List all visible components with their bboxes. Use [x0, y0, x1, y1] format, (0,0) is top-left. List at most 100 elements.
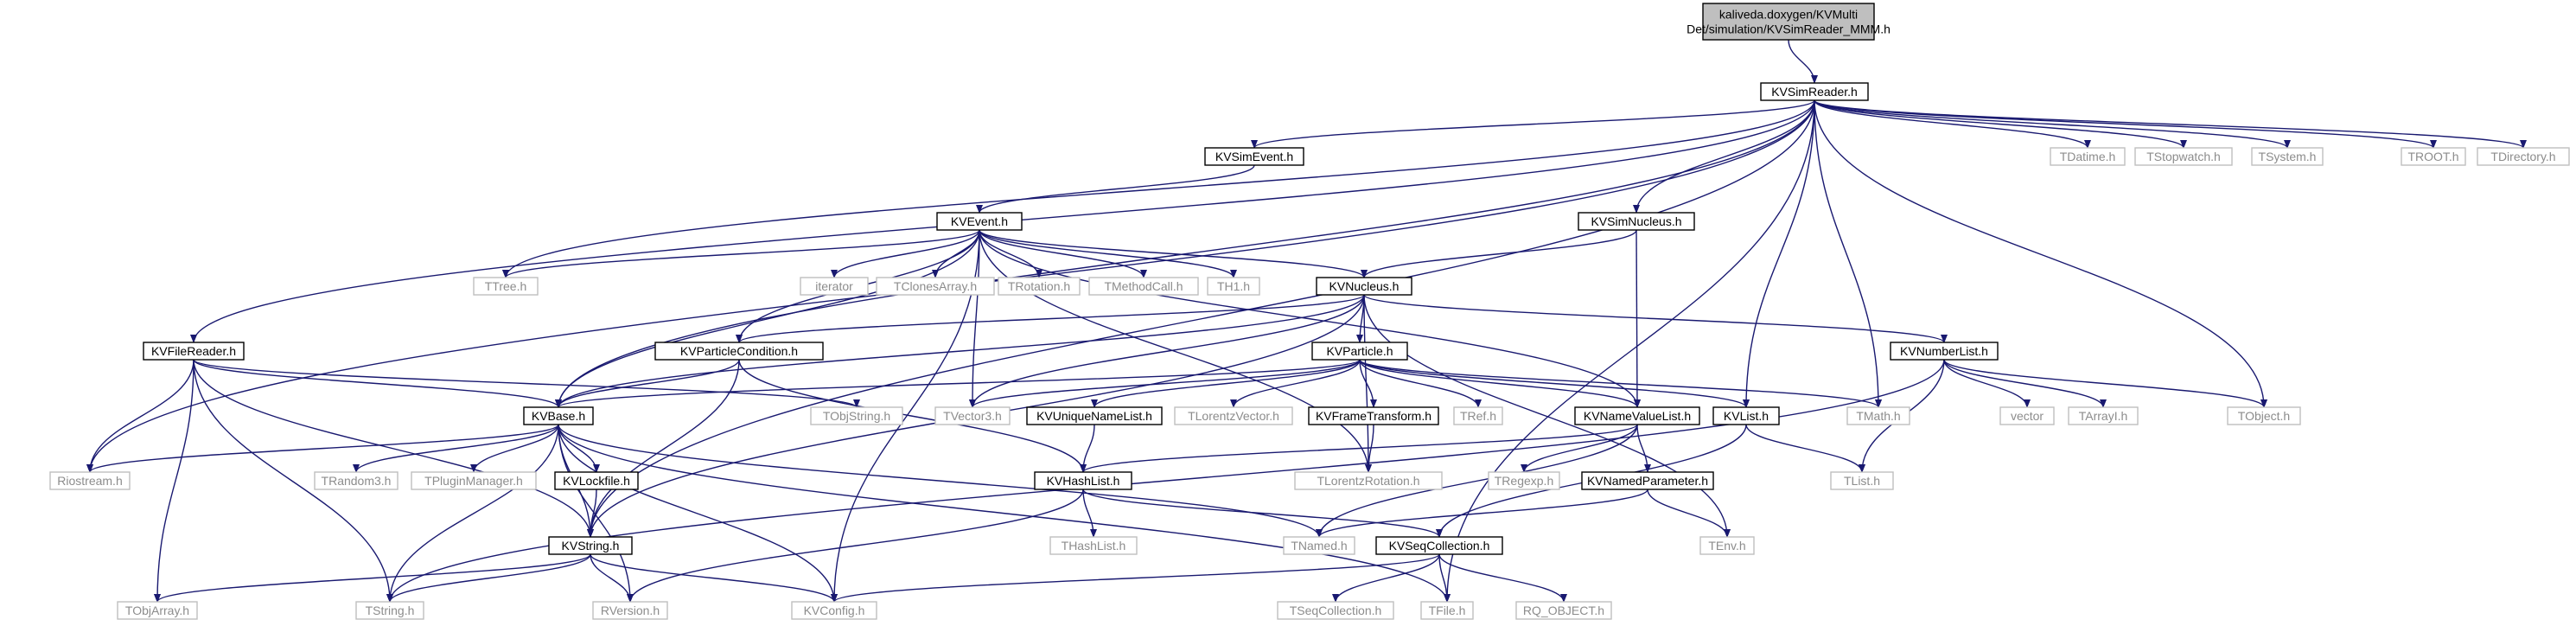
edge-KVNumberList-to-vector — [1943, 359, 2031, 408]
edge-KVFileReader-to-Riostream — [86, 359, 194, 473]
node-KVBase[interactable]: KVBase.h — [523, 406, 594, 425]
node-vector: vector — [1999, 406, 2055, 425]
edge-KVNamedParameter-to-TNamed — [1316, 489, 1648, 538]
node-box — [1026, 406, 1163, 425]
node-KVNumberList[interactable]: KVNumberList.h — [1890, 342, 1999, 361]
edge-KVSimReader-to-TMath — [1814, 99, 1882, 408]
node-box — [2134, 147, 2233, 166]
node-box — [1890, 342, 1999, 361]
node-label: vector — [2011, 409, 2044, 423]
edge-KVParticle-to-TRef — [1359, 359, 1482, 408]
edge-KVFileReader-to-TObjString — [193, 359, 860, 408]
node-box — [1574, 406, 1700, 425]
edge-KVParticle-to-KVList — [1359, 359, 1750, 408]
edge-KVBase-to-TRandom3 — [353, 424, 559, 473]
node-label: KVNucleus.h — [1329, 279, 1400, 293]
node-box — [2251, 147, 2324, 166]
edge-KVNamedParameter-to-TEnv — [1647, 489, 1731, 538]
node-box — [654, 342, 824, 361]
edge-KVSimReader-to-KVBase — [555, 99, 1815, 408]
edge-KVNameValueList-to-KVHashList — [1080, 424, 1638, 473]
edge-KVEvent-to-TTree — [502, 229, 980, 278]
node-box — [1488, 471, 1560, 490]
node-label: KVConfig.h — [804, 604, 865, 617]
node-label: RQ_OBJECT.h — [1523, 604, 1604, 617]
node-label: KVNameValueList.h — [1584, 409, 1691, 423]
edge-KVSeqCollection-to-TSeqCollection — [1332, 553, 1440, 603]
node-label: KVString.h — [562, 539, 620, 553]
node-TMath: TMath.h — [1846, 406, 1910, 425]
node-root[interactable]: kaliveda.doxygen/KVMultiDet/simulation/K… — [1687, 3, 1891, 41]
edge-KVSimNucleus-to-KVNameValueList — [1633, 229, 1641, 408]
node-label: TSeqCollection.h — [1290, 604, 1382, 617]
node-TPluginManager: TPluginManager.h — [411, 471, 537, 490]
node-TVector3: TVector3.h — [934, 406, 1011, 425]
edge-KVFileReader-to-KVBase — [193, 359, 562, 408]
node-KVString[interactable]: KVString.h — [548, 536, 633, 555]
node-box — [473, 277, 539, 296]
node-KVSimEvent[interactable]: KVSimEvent.h — [1204, 147, 1304, 166]
edge-KVEvent-to-TLorentzRotation — [979, 229, 1372, 473]
node-KVUniqueNameList[interactable]: KVUniqueNameList.h — [1026, 406, 1163, 425]
node-KVSeqCollection[interactable]: KVSeqCollection.h — [1375, 536, 1503, 555]
node-box — [934, 406, 1011, 425]
edge-KVEvent-to-iterator — [831, 229, 980, 278]
node-box — [998, 277, 1081, 296]
node-KVHashList[interactable]: KVHashList.h — [1034, 471, 1132, 490]
node-label: TRotation.h — [1008, 279, 1070, 293]
node-box — [523, 406, 594, 425]
node-TList: TList.h — [1830, 471, 1894, 490]
node-KVEvent[interactable]: KVEvent.h — [936, 212, 1023, 231]
node-KVFileReader[interactable]: KVFileReader.h — [143, 342, 245, 361]
node-label: TLorentzVector.h — [1188, 409, 1279, 423]
node-KVSimNucleus[interactable]: KVSimNucleus.h — [1578, 212, 1695, 231]
node-box — [1375, 536, 1503, 555]
node-KVList[interactable]: KVList.h — [1712, 406, 1780, 425]
node-label: TNamed.h — [1291, 539, 1347, 553]
node-box — [1283, 536, 1355, 555]
node-label: KVLockfile.h — [563, 474, 630, 488]
edge-KVSimReader-to-TFile — [1444, 99, 1815, 603]
node-box — [1294, 471, 1443, 490]
node-label: KVEvent.h — [951, 214, 1008, 228]
node-KVNamedParameter[interactable]: KVNamedParameter.h — [1581, 471, 1714, 490]
node-KVFrameTransform[interactable]: KVFrameTransform.h — [1308, 406, 1439, 425]
node-TRandom3: TRandom3.h — [314, 471, 399, 490]
node-label: TRegexp.h — [1495, 474, 1553, 488]
node-KVNameValueList[interactable]: KVNameValueList.h — [1574, 406, 1700, 425]
node-label: TMethodCall.h — [1104, 279, 1183, 293]
edge-KVSimReader-to-TROOT — [1814, 99, 2437, 149]
edge-KVParticleCondition-to-KVHashList — [738, 359, 1087, 473]
node-box — [592, 601, 668, 620]
node-KVLockfile[interactable]: KVLockfile.h — [554, 471, 639, 490]
node-KVParticleCondition[interactable]: KVParticleCondition.h — [654, 342, 824, 361]
node-KVParticle[interactable]: KVParticle.h — [1311, 342, 1408, 361]
edge-KVSimEvent-to-KVEvent — [976, 164, 1255, 214]
node-label: TH1.h — [1217, 279, 1250, 293]
node-box — [1702, 3, 1875, 41]
node-box — [791, 601, 877, 620]
node-label: THashList.h — [1062, 539, 1126, 553]
node-box — [2050, 147, 2126, 166]
node-label: TSystem.h — [2259, 150, 2317, 163]
node-box — [1034, 471, 1132, 490]
edge-KVParticleCondition-to-KVString — [587, 359, 740, 538]
node-box — [1308, 406, 1439, 425]
edge-KVString-to-TString — [386, 553, 591, 603]
node-box — [2227, 406, 2301, 425]
node-KVNucleus[interactable]: KVNucleus.h — [1316, 277, 1412, 296]
edge-KVEvent-to-TH1 — [979, 229, 1237, 278]
node-KVSimReader[interactable]: KVSimReader.h — [1760, 82, 1869, 101]
edge-KVFileReader-to-KVString — [193, 359, 594, 538]
edge-KVString-to-TObjArray — [154, 553, 591, 603]
node-box — [314, 471, 399, 490]
node-label: TStopwatch.h — [2146, 150, 2221, 163]
edge-KVEvent-to-KVNucleus — [979, 229, 1368, 278]
node-box — [411, 471, 537, 490]
node-label: KVParticle.h — [1326, 344, 1393, 358]
edge-root-to-KVSimReader — [1788, 39, 1818, 84]
node-label: KVNamedParameter.h — [1587, 474, 1708, 488]
edge-KVHashList-to-KVSeqCollection — [1082, 489, 1443, 538]
node-label: TObjString.h — [823, 409, 890, 423]
edge-KVSimReader-to-TStopwatch — [1814, 99, 2187, 149]
